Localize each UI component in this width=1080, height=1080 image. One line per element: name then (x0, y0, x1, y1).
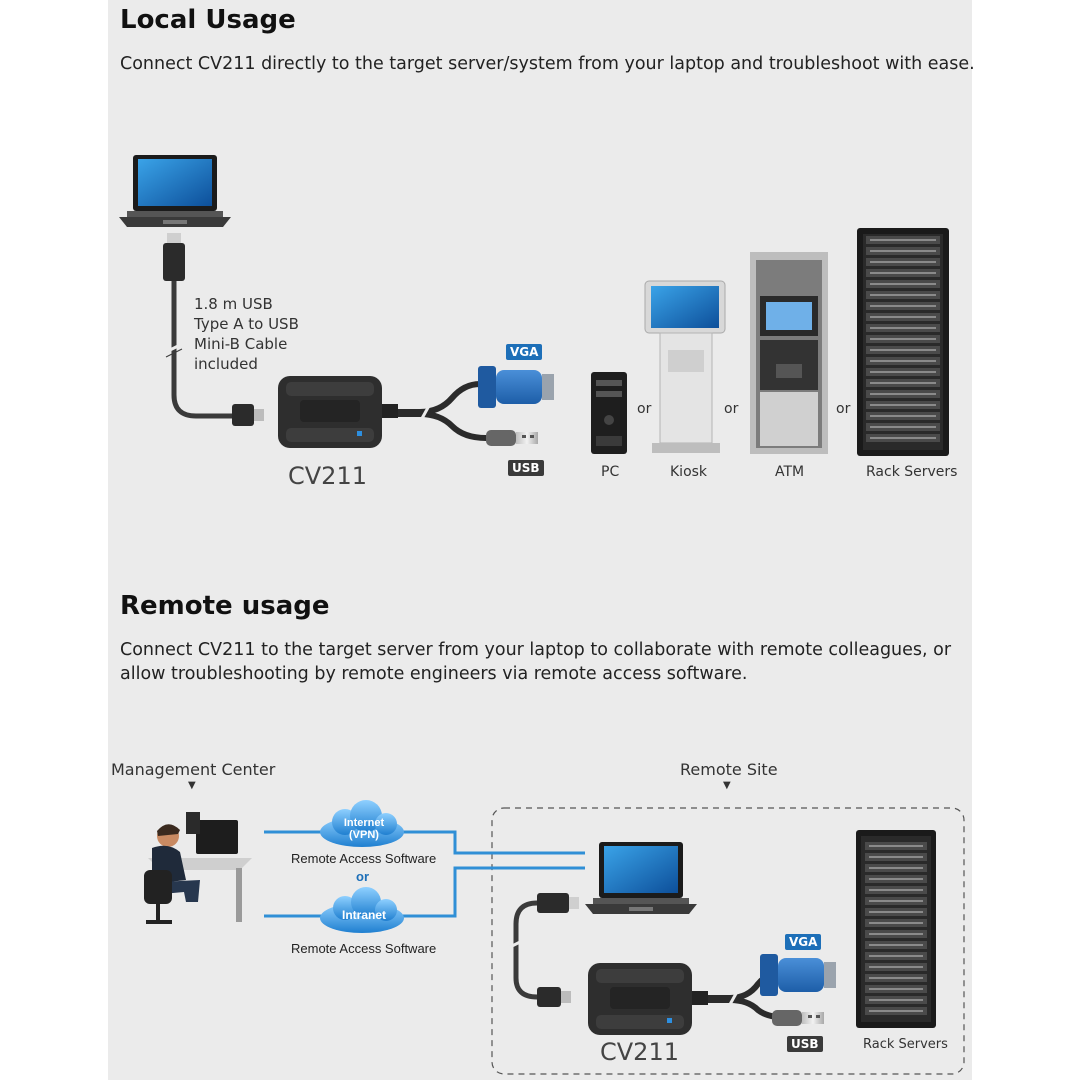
cloud-label-vpn: (VPN) (349, 829, 379, 841)
cloud-label-intranet: Intranet (342, 908, 386, 922)
network-link-intranet (264, 866, 585, 918)
vga-tag-local: VGA (506, 344, 543, 360)
mini-usb-plug-icon (232, 404, 254, 426)
remote-usage-description: Connect CV211 to the target server from … (120, 640, 952, 684)
usb-cable (171, 281, 232, 419)
remote-usage-title: Remote usage (120, 591, 330, 621)
management-center-label: Management Center (111, 760, 276, 779)
remote-access-software-label-2: Remote Access Software (291, 941, 437, 956)
atm-icon (750, 252, 828, 454)
usb-plug-icon (537, 893, 569, 913)
kiosk-icon (644, 280, 726, 453)
cv211-device-icon (278, 376, 398, 448)
rack-server-icon (857, 228, 949, 456)
usb-plug-icon (167, 233, 181, 243)
person-at-desk-icon (144, 812, 252, 924)
vga-connector-icon (760, 954, 836, 996)
usb-connector-icon (486, 430, 538, 446)
down-arrow-icon: ▼ (188, 780, 196, 791)
local-usage-title: Local Usage (120, 5, 296, 35)
remote-site-label: Remote Site (680, 760, 778, 779)
usb-connector-icon (772, 1010, 824, 1026)
local-usage-description: Connect CV211 directly to the target ser… (120, 54, 975, 74)
vga-tag-remote: VGA (785, 934, 822, 950)
laptop-icon (585, 842, 697, 914)
down-arrow-icon: ▼ (723, 780, 731, 791)
remote-site-frame (491, 807, 965, 1075)
rack-servers-label-remote: Rack Servers (863, 1037, 948, 1052)
vga-connector-icon (478, 366, 554, 408)
cv211-device-icon (588, 963, 708, 1035)
or-label-3: or (836, 401, 851, 417)
cloud-label-internet: Internet (344, 817, 385, 829)
target-label-kiosk: Kiosk (670, 464, 708, 480)
intranet-cloud-icon: Intranet (320, 887, 404, 933)
target-label-atm: ATM (775, 464, 805, 480)
cv211-label-local: CV211 (288, 462, 367, 490)
target-label-rack-servers: Rack Servers (866, 464, 958, 480)
cable-label: 1.8 m USB Type A to USB Mini-B Cable inc… (194, 295, 299, 373)
internet-cloud-icon: Internet (VPN) (320, 800, 404, 847)
or-label-1: or (637, 401, 652, 417)
or-label-2: or (724, 401, 739, 417)
or-label-remote: or (356, 869, 369, 884)
remote-access-software-label-1: Remote Access Software (291, 851, 437, 866)
usb-tag-local: USB (508, 460, 544, 476)
laptop-icon (119, 155, 231, 227)
cv211-label-remote: CV211 (600, 1038, 679, 1066)
target-label-pc: PC (601, 464, 620, 480)
usb-tag-remote: USB (787, 1036, 823, 1052)
mini-usb-plug-icon (537, 987, 561, 1007)
rack-server-icon (856, 830, 936, 1028)
pc-tower-icon (591, 372, 627, 454)
network-link-internet (264, 830, 585, 855)
